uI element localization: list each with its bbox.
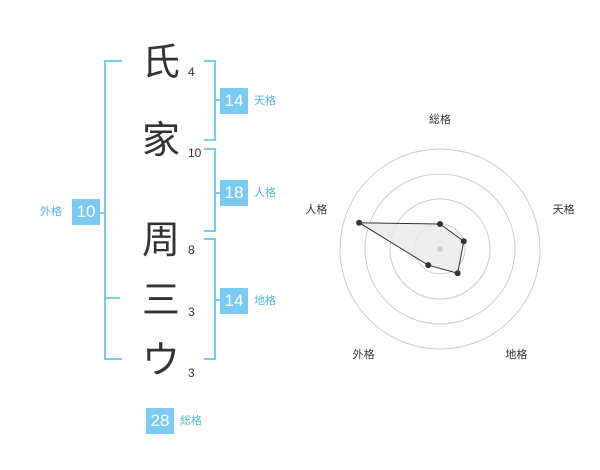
gaikaku-connector: [98, 212, 106, 214]
radar-axis-label-2: 天格: [553, 202, 575, 216]
jinkaku-connector: [214, 192, 220, 194]
gaikaku-split-tick: [104, 297, 120, 299]
soukaku-label: 総格: [180, 414, 202, 427]
tenkaku-value: 14: [220, 88, 248, 114]
radar-center-marker: [437, 246, 443, 252]
name-char-4: 三: [141, 278, 180, 322]
radar-axis-label-3: 地格: [505, 347, 527, 361]
radar-axis-label-4: 外格: [353, 347, 375, 361]
stroke-count-5: 3: [188, 366, 195, 380]
name-char-5: ウ: [141, 338, 180, 382]
soukaku-value: 28: [146, 408, 174, 434]
radar-ring-3: [364, 173, 516, 325]
jinkaku-bracket: [204, 148, 216, 232]
radar-point-3: [454, 270, 461, 277]
radar-point-5: [356, 219, 363, 226]
radar-ring-2: [389, 198, 491, 300]
radar-points: [356, 219, 467, 277]
radar-point-1: [437, 221, 443, 227]
jinkaku-label: 人格: [254, 186, 276, 199]
chikaku-label: 地格: [254, 294, 276, 307]
radar-point-4: [425, 262, 432, 269]
radar-polygon: [357, 222, 465, 274]
chikaku-connector: [214, 299, 220, 301]
radar-point-2: [460, 238, 467, 245]
gaikaku-value: 10: [72, 199, 100, 225]
name-char-1: 氏: [141, 40, 180, 84]
tenkaku-label: 天格: [254, 94, 276, 107]
name-char-2: 家: [141, 118, 180, 162]
gaikaku-label: 外格: [40, 205, 62, 218]
radar-axis-label-5: 人格: [305, 202, 327, 216]
chikaku-value: 14: [220, 288, 248, 314]
stroke-count-4: 3: [188, 305, 195, 319]
radar-axis-label-1: 総格: [429, 112, 451, 126]
stroke-count-2: 10: [188, 146, 202, 160]
gaikaku-bracket: [104, 60, 122, 360]
radar-ring-4: [339, 148, 541, 350]
name-char-3: 周: [141, 218, 180, 262]
tenkaku-connector: [214, 99, 220, 101]
stroke-count-3: 8: [188, 243, 195, 257]
jinkaku-value: 18: [220, 180, 248, 206]
stroke-count-1: 4: [188, 65, 195, 79]
